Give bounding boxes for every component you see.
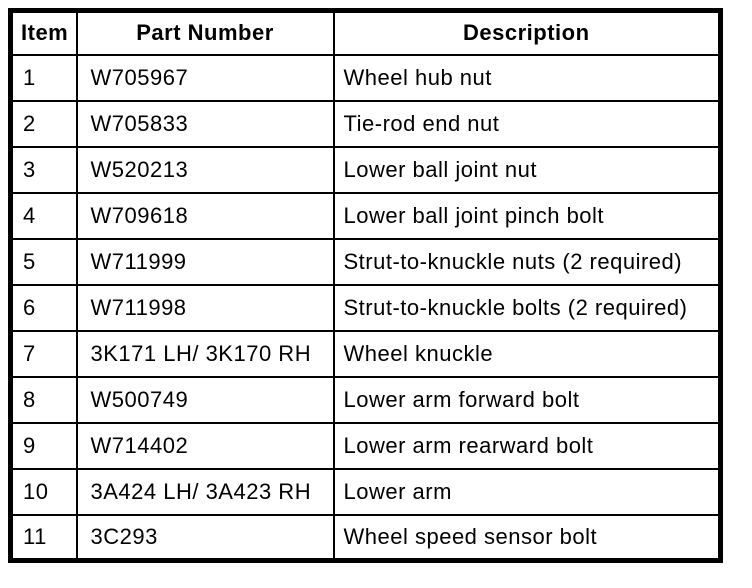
- item-cell: 3: [9, 145, 78, 194]
- part-number-cell: W709618: [75, 191, 335, 240]
- table-row: 7 3K171 LH/ 3K170 RH Wheel knuckle: [9, 329, 722, 378]
- item-cell: 5: [9, 237, 78, 286]
- table-row: 11 3C293 Wheel speed sensor bolt: [9, 513, 722, 562]
- item-cell: 11: [9, 513, 78, 562]
- item-cell: 9: [9, 421, 78, 470]
- page: Item Part Number Description 1 W705967 W…: [8, 8, 723, 563]
- description-cell: Wheel speed sensor bolt: [332, 513, 722, 562]
- item-cell: 10: [9, 467, 78, 516]
- column-header-description: Description: [332, 9, 722, 56]
- part-number-cell: W705967: [75, 53, 335, 102]
- part-number-cell: 3K171 LH/ 3K170 RH: [75, 329, 335, 378]
- description-cell: Lower ball joint pinch bolt: [332, 191, 722, 240]
- item-cell: 4: [9, 191, 78, 240]
- table-row: 5 W711999 Strut-to-knuckle nuts (2 requi…: [9, 237, 722, 286]
- description-cell: Wheel knuckle: [332, 329, 722, 378]
- parts-table: Item Part Number Description 1 W705967 W…: [8, 8, 723, 563]
- table-row: 10 3A424 LH/ 3A423 RH Lower arm: [9, 467, 722, 516]
- part-number-cell: W711998: [75, 283, 335, 332]
- header-row: Item Part Number Description: [9, 9, 722, 56]
- table-row: 3 W520213 Lower ball joint nut: [9, 145, 722, 194]
- table-row: 8 W500749 Lower arm forward bolt: [9, 375, 722, 424]
- table-row: 9 W714402 Lower arm rearward bolt: [9, 421, 722, 470]
- description-cell: Strut-to-knuckle nuts (2 required): [332, 237, 722, 286]
- item-cell: 8: [9, 375, 78, 424]
- item-cell: 7: [9, 329, 78, 378]
- item-cell: 1: [9, 53, 78, 102]
- part-number-cell: W714402: [75, 421, 335, 470]
- item-cell: 2: [9, 99, 78, 148]
- table-row: 6 W711998 Strut-to-knuckle bolts (2 requ…: [9, 283, 722, 332]
- part-number-cell: W711999: [75, 237, 335, 286]
- description-cell: Lower arm forward bolt: [332, 375, 722, 424]
- part-number-cell: 3A424 LH/ 3A423 RH: [75, 467, 335, 516]
- description-cell: Lower ball joint nut: [332, 145, 722, 194]
- description-cell: Tie-rod end nut: [332, 99, 722, 148]
- description-cell: Wheel hub nut: [332, 53, 722, 102]
- table-body: 1 W705967 Wheel hub nut 2 W705833 Tie-ro…: [9, 53, 722, 562]
- description-cell: Strut-to-knuckle bolts (2 required): [332, 283, 722, 332]
- part-number-cell: W705833: [75, 99, 335, 148]
- table-row: 4 W709618 Lower ball joint pinch bolt: [9, 191, 722, 240]
- part-number-cell: W520213: [75, 145, 335, 194]
- description-cell: Lower arm: [332, 467, 722, 516]
- part-number-cell: 3C293: [75, 513, 335, 562]
- column-header-item: Item: [9, 9, 78, 56]
- table-row: 2 W705833 Tie-rod end nut: [9, 99, 722, 148]
- item-cell: 6: [9, 283, 78, 332]
- description-cell: Lower arm rearward bolt: [332, 421, 722, 470]
- table-row: 1 W705967 Wheel hub nut: [9, 53, 722, 102]
- column-header-part-number: Part Number: [75, 9, 335, 56]
- part-number-cell: W500749: [75, 375, 335, 424]
